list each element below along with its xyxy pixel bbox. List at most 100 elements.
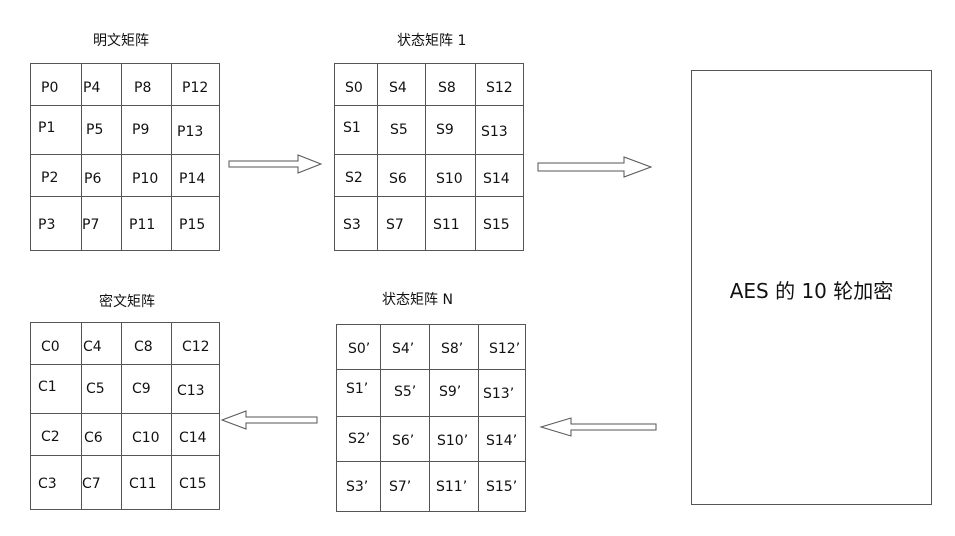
grid-line [81, 64, 82, 250]
matrix-cell: S7 [386, 217, 404, 233]
matrix-cell: P12 [182, 80, 209, 96]
matrix-cell: S15 [483, 217, 510, 233]
matrix-cell: S9’ [439, 384, 462, 400]
matrix-cell: S11’ [436, 479, 468, 495]
matrix-cell: S7’ [389, 479, 412, 495]
matrix-cell: P8 [134, 80, 152, 96]
matrix-cell: C4 [83, 339, 102, 355]
matrix-cell: C2 [41, 429, 60, 445]
matrix-cell: S5 [390, 122, 408, 138]
grid-line [478, 325, 479, 511]
matrix-cell: C3 [38, 476, 57, 492]
matrix-cell: S8’ [441, 341, 464, 357]
grid-line [429, 325, 430, 511]
aes-10-rounds-box: AES 的 10 轮加密 [691, 70, 932, 505]
matrix-cell: S1’ [346, 381, 369, 397]
matrix-cell: C9 [132, 381, 151, 397]
matrix-cell: P6 [84, 171, 102, 187]
matrix-cell: C11 [129, 476, 157, 492]
matrix-cell: C7 [82, 476, 101, 492]
grid-line [121, 64, 122, 250]
matrix-cell: C13 [177, 383, 205, 399]
matrix-cell: C14 [179, 430, 207, 446]
matrix-cell: S8 [438, 80, 456, 96]
matrix-cell: P14 [179, 171, 206, 187]
matrix-cell: P1 [38, 120, 56, 136]
aes-10-rounds-label: AES 的 10 轮加密 [729, 279, 894, 303]
grid-line [475, 64, 476, 250]
matrix-cell: S10 [436, 171, 463, 187]
matrix-cell: S0 [345, 80, 363, 96]
state-matrix-n: S0’ S4’ S8’ S12’ S1’ S5’ S9’ S13’ S2’ S6’ S10’ S14’… [336, 324, 526, 512]
matrix-cell: S1 [343, 120, 361, 136]
matrix-cell: S3 [343, 217, 361, 233]
matrix-cell: P0 [41, 80, 59, 96]
matrix-cell: S4’ [392, 341, 415, 357]
matrix-cell: P9 [132, 122, 150, 138]
grid-line [171, 323, 172, 509]
matrix-cell: P5 [86, 122, 104, 138]
matrix-cell: P4 [83, 80, 101, 96]
grid-line [31, 196, 219, 197]
matrix-cell: C5 [86, 381, 105, 397]
matrix-cell: P13 [177, 124, 204, 140]
matrix-cell: C8 [134, 339, 153, 355]
state-matrix-1-title: 状态矩阵 1 [397, 33, 467, 49]
matrix-cell: S14 [483, 171, 510, 187]
grid-line [31, 364, 219, 365]
ciphertext-matrix-title: 密文矩阵 [99, 294, 155, 310]
matrix-cell: S15’ [486, 479, 518, 495]
grid-line [337, 416, 525, 417]
matrix-cell: C1 [38, 379, 57, 395]
matrix-cell: S3’ [346, 479, 369, 495]
matrix-cell: P10 [132, 171, 159, 187]
matrix-cell: S12 [486, 80, 513, 96]
grid-line [335, 196, 523, 197]
grid-line [337, 461, 525, 462]
grid-line [425, 64, 426, 250]
matrix-cell: S6’ [392, 433, 415, 449]
matrix-cell: S13’ [483, 386, 515, 402]
matrix-cell: S6 [389, 171, 407, 187]
grid-line [81, 323, 82, 509]
matrix-cell: P11 [129, 217, 156, 233]
matrix-cell: P7 [82, 217, 100, 233]
matrix-cell: S12’ [489, 341, 521, 357]
matrix-cell: S0’ [348, 341, 371, 357]
grid-line [380, 325, 381, 511]
matrix-cell: S9 [436, 122, 454, 138]
grid-line [171, 64, 172, 250]
grid-line [335, 154, 523, 155]
matrix-cell: P3 [38, 217, 56, 233]
matrix-cell: S4 [389, 80, 407, 96]
grid-line [31, 455, 219, 456]
grid-line [121, 323, 122, 509]
plaintext-matrix-title: 明文矩阵 [93, 33, 149, 49]
grid-line [31, 154, 219, 155]
matrix-cell: S14’ [486, 433, 518, 449]
matrix-cell: C15 [179, 476, 207, 492]
matrix-cell: S11 [433, 217, 460, 233]
matrix-cell: S2 [345, 170, 363, 186]
matrix-cell: C12 [182, 339, 210, 355]
matrix-cell: S10’ [437, 433, 469, 449]
state-matrix-n-title: 状态矩阵 N [382, 292, 453, 308]
grid-line [335, 105, 523, 106]
matrix-cell: C0 [41, 339, 60, 355]
grid-line [377, 64, 378, 250]
matrix-cell: P2 [41, 170, 59, 186]
matrix-cell: P15 [179, 217, 206, 233]
matrix-cell: S13 [481, 124, 508, 140]
matrix-cell: S2’ [348, 431, 371, 447]
grid-line [31, 105, 219, 106]
grid-line [31, 413, 219, 414]
matrix-cell: C10 [132, 430, 160, 446]
grid-line [337, 369, 525, 370]
matrix-cell: S5’ [394, 384, 417, 400]
